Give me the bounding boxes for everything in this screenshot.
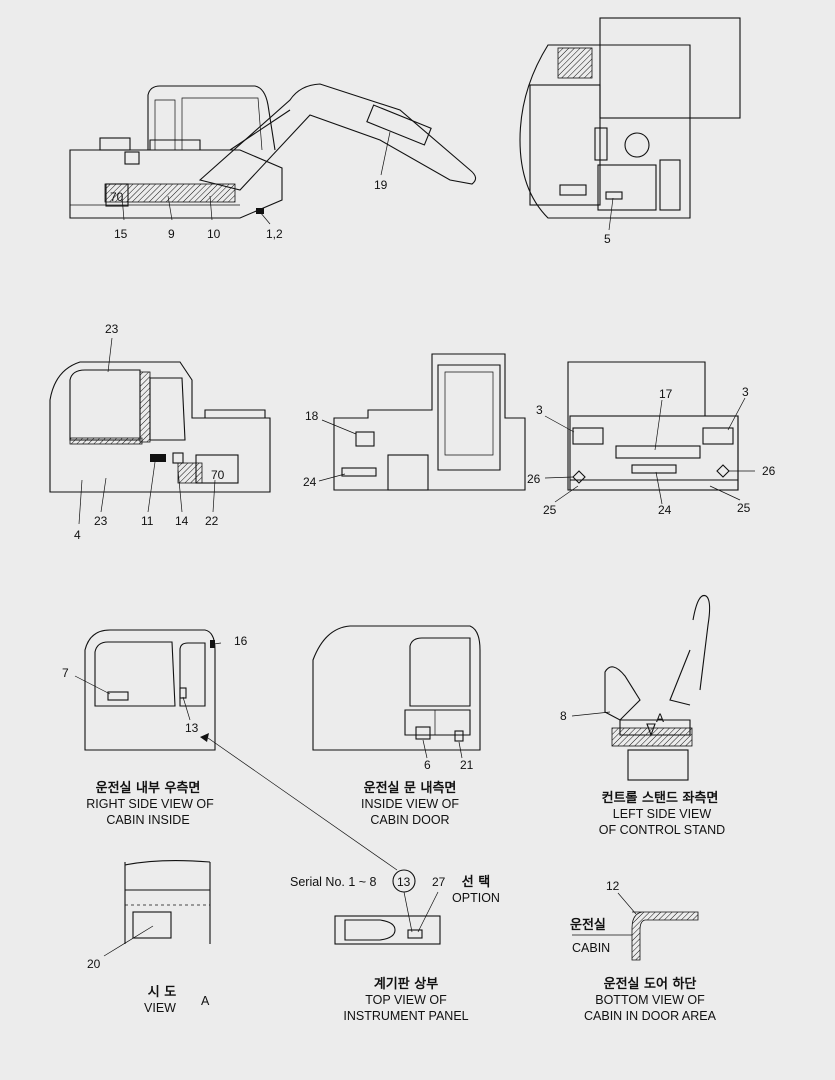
caption-view-letter: A xyxy=(201,994,210,1008)
stripe-decal xyxy=(104,183,236,203)
caption-instrument-en2: INSTRUMENT PANEL xyxy=(343,1009,468,1023)
option-label-en: OPTION xyxy=(452,891,500,905)
callout-24-rear: 24 xyxy=(303,475,317,489)
excavator-side-view: 70 15 9 10 1,2 19 xyxy=(69,83,477,241)
callout-3-right: 3 xyxy=(742,385,749,399)
cabin-bottom-view: 12 운전실 CABIN 운전실 도어 하단 BOTTOM VIEW OF CA… xyxy=(570,879,717,1023)
caption-cabin-door-en2: CABIN DOOR xyxy=(370,813,449,827)
caption-cabin-inside-ko: 운전실 내부 우측면 xyxy=(96,780,201,796)
callout-21: 21 xyxy=(460,758,474,772)
cabin-door-view: 6 21 운전실 문 내측면 INSIDE VIEW OF CABIN DOOR xyxy=(312,625,481,827)
callout-26-right: 26 xyxy=(762,464,776,478)
callout-24-front: 24 xyxy=(658,503,672,517)
callout-23-top: 23 xyxy=(105,322,119,336)
caption-control-en2: OF CONTROL STAND xyxy=(599,823,725,837)
callout-9: 9 xyxy=(168,227,175,241)
caption-cabin-inside-en2: CABIN INSIDE xyxy=(106,813,189,827)
callout-13-circle: 13 xyxy=(397,875,411,889)
cabin-inside-view: 7 16 13 운전실 내부 우측면 RIGHT SIDE VIEW OF CA… xyxy=(62,629,398,871)
caption-instrument-ko: 계기판 상부 xyxy=(374,976,438,992)
callout-3-left: 3 xyxy=(536,403,543,417)
callout-23-bottom: 23 xyxy=(94,514,108,528)
callout-10: 10 xyxy=(207,227,221,241)
caption-bottom-en1: BOTTOM VIEW OF xyxy=(595,993,705,1007)
instrument-panel-view: Serial No. 1 ~ 8 13 27 선 택 OPTION 계기판 상부… xyxy=(290,869,500,1023)
callout-14: 14 xyxy=(175,514,189,528)
callout-25-right: 25 xyxy=(737,501,751,515)
callout-A: A xyxy=(656,711,664,725)
control-stand-view: 8 A 컨트롤 스탠드 좌측면 LEFT SIDE VIEW OF CONTRO… xyxy=(560,594,725,837)
callout-25-left: 25 xyxy=(543,503,557,517)
caption-instrument-en1: TOP VIEW OF xyxy=(365,993,447,1007)
model-label: 70 xyxy=(110,190,124,204)
model-label-c: 70 xyxy=(211,468,225,482)
callout-1-2: 1,2 xyxy=(266,227,283,241)
caption-view-ko: 시 도 xyxy=(148,985,176,1000)
callout-7: 7 xyxy=(62,666,69,680)
callout-8: 8 xyxy=(560,709,567,723)
callout-13: 13 xyxy=(185,721,199,735)
caption-cabin-door-en1: INSIDE VIEW OF xyxy=(361,797,459,811)
caption-cabin-door-ko: 운전실 문 내측면 xyxy=(364,780,457,796)
callout-5: 5 xyxy=(604,232,611,246)
view-a: 20 시 도 VIEW A xyxy=(87,860,211,1015)
caption-cabin-inside-en1: RIGHT SIDE VIEW OF xyxy=(86,797,214,811)
callout-22: 22 xyxy=(205,514,219,528)
caption-view-en: VIEW xyxy=(144,1001,176,1015)
option-label-ko: 선 택 xyxy=(462,874,490,890)
callout-12: 12 xyxy=(606,879,620,893)
callout-6: 6 xyxy=(424,758,431,772)
front-view: 3 17 3 26 26 25 24 25 xyxy=(527,361,776,517)
caption-control-ko: 컨트롤 스탠드 좌측면 xyxy=(602,790,719,806)
callout-18: 18 xyxy=(305,409,319,423)
callout-27: 27 xyxy=(432,875,446,889)
serial-label: Serial No. 1 ~ 8 xyxy=(290,875,377,889)
cab-side-view: 70 23 4 23 11 14 22 xyxy=(49,322,271,542)
callout-11: 11 xyxy=(141,514,154,528)
callout-19: 19 xyxy=(374,178,388,192)
callout-15: 15 xyxy=(114,227,128,241)
rear-view: 18 24 xyxy=(303,353,526,491)
cabin-label-en: CABIN xyxy=(572,941,610,955)
caption-control-en1: LEFT SIDE VIEW xyxy=(613,807,712,821)
callout-26-left: 26 xyxy=(527,472,541,486)
callout-17: 17 xyxy=(659,387,673,401)
cabin-label-ko: 운전실 xyxy=(570,917,606,933)
excavator-top-view: 5 xyxy=(519,17,741,246)
callout-16: 16 xyxy=(234,634,248,648)
callout-4: 4 xyxy=(74,528,81,542)
callout-20: 20 xyxy=(87,957,101,971)
caption-bottom-en2: CABIN IN DOOR AREA xyxy=(584,1009,717,1023)
caption-bottom-ko: 운전실 도어 하단 xyxy=(604,976,697,992)
